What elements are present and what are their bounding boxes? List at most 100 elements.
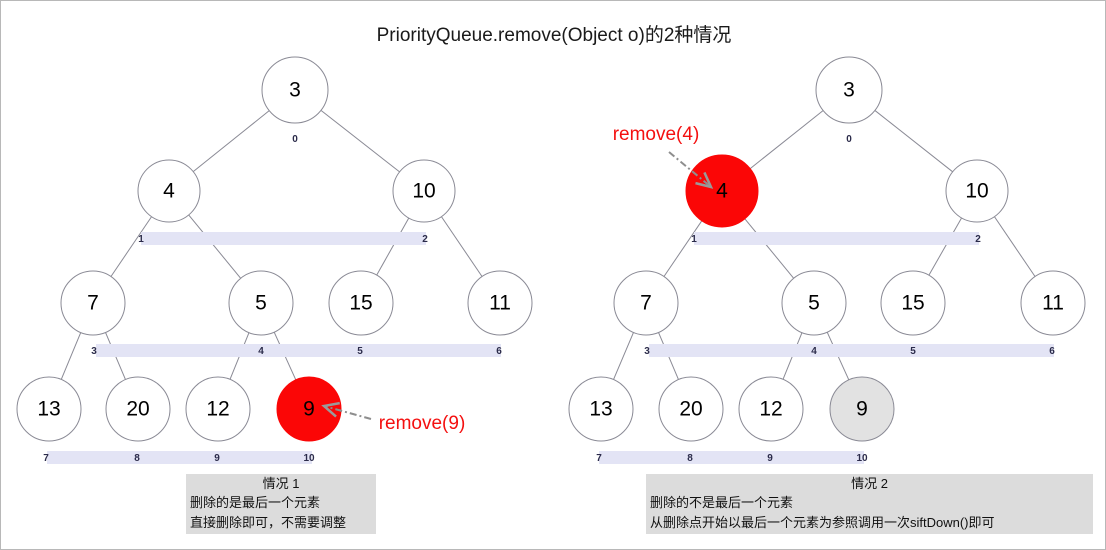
left-index-label-6: 6	[496, 346, 502, 357]
right-index-label-10: 10	[856, 453, 868, 464]
left-node-label-8: 20	[126, 398, 149, 421]
left-node-label-4: 5	[255, 292, 267, 315]
left-index-band-0	[141, 232, 426, 245]
right-node-10[interactable]	[829, 376, 895, 442]
right-index-label-3: 3	[644, 346, 650, 357]
right-node-label-4: 5	[808, 292, 820, 315]
left-index-label-2: 2	[422, 234, 428, 245]
left-edge-7-13	[60, 332, 82, 380]
left-caption-box	[186, 474, 376, 534]
left-index-label-9: 9	[214, 453, 220, 464]
right-node-label-6: 11	[1042, 292, 1064, 315]
right-node-label-7: 13	[589, 398, 612, 421]
left-annotation-label: remove(9)	[379, 413, 466, 434]
left-index-band-1	[96, 344, 501, 357]
left-index-label-7: 7	[43, 453, 49, 464]
left-index-label-5: 5	[357, 346, 363, 357]
right-edge-4-7	[663, 220, 703, 277]
right-edge-3-4	[749, 110, 824, 169]
right-caption-title: 情况 2	[851, 476, 888, 491]
left-index-label-10: 10	[303, 453, 315, 464]
left-node-0[interactable]	[261, 56, 329, 124]
right-node-label-2: 10	[965, 180, 988, 203]
left-index-label-8: 8	[134, 453, 140, 464]
right-edge-7-13	[613, 332, 634, 380]
left-node-label-6: 11	[489, 292, 511, 315]
left-annotation-arrowhead	[321, 401, 340, 418]
right-caption-box	[646, 474, 1093, 534]
right-index-label-4: 4	[811, 346, 817, 357]
right-index-label-6: 6	[1049, 346, 1055, 357]
right-node-9[interactable]	[738, 376, 804, 442]
left-index-label-0: 0	[292, 134, 298, 145]
right-index-label-8: 8	[687, 453, 693, 464]
left-edge-3-4	[192, 110, 270, 173]
left-node-label-9: 12	[206, 398, 229, 421]
right-node-label-0: 3	[843, 79, 855, 102]
right-node-6[interactable]	[1020, 270, 1086, 336]
right-index-label-7: 7	[596, 453, 602, 464]
left-index-label-1: 1	[138, 234, 144, 245]
right-caption-line-1: 从删除点开始以最后一个元素为参照调用一次siftDown()即可	[650, 515, 995, 530]
left-node-8[interactable]	[105, 376, 171, 442]
right-index-band-0	[694, 232, 979, 245]
left-index-label-4: 4	[258, 346, 264, 357]
left-edge-4-5	[188, 214, 242, 279]
left-node-7[interactable]	[16, 376, 82, 442]
left-caption-title: 情况 1	[263, 476, 300, 491]
right-node-label-5: 15	[901, 292, 924, 315]
right-index-label-9: 9	[767, 453, 773, 464]
left-node-label-10: 9	[303, 398, 315, 421]
left-node-4[interactable]	[228, 270, 294, 336]
left-edge-10-15	[376, 217, 410, 276]
right-node-label-3: 7	[640, 292, 652, 315]
right-edge-10-15	[928, 217, 963, 276]
right-annotation-arrow	[668, 151, 712, 188]
right-node-label-8: 20	[679, 398, 702, 421]
right-edge-10-11	[993, 216, 1036, 277]
right-node-8[interactable]	[658, 376, 724, 442]
left-node-label-5: 15	[349, 292, 372, 315]
left-annotation-arrow	[323, 405, 372, 420]
right-index-band-1	[649, 344, 1054, 357]
left-node-label-1: 4	[163, 180, 175, 203]
left-node-label-0: 3	[289, 79, 301, 102]
right-node-2[interactable]	[945, 159, 1009, 223]
left-index-band-2	[47, 451, 312, 464]
right-index-label-0: 0	[846, 134, 852, 145]
right-node-3[interactable]	[613, 270, 679, 336]
right-node-label-9: 12	[759, 398, 782, 421]
right-node-label-10: 9	[856, 398, 868, 421]
left-caption-line-0: 删除的是最后一个元素	[190, 495, 320, 510]
right-index-label-5: 5	[910, 346, 916, 357]
right-index-label-1: 1	[691, 234, 697, 245]
left-node-1[interactable]	[137, 159, 201, 223]
right-annotation-label: remove(4)	[613, 124, 700, 145]
left-node-2[interactable]	[392, 159, 456, 223]
right-node-4[interactable]	[781, 270, 847, 336]
left-node-label-3: 7	[87, 292, 99, 315]
right-index-label-2: 2	[975, 234, 981, 245]
right-node-7[interactable]	[568, 376, 634, 442]
right-node-5[interactable]	[880, 270, 946, 336]
left-index-label-3: 3	[91, 346, 97, 357]
left-node-3[interactable]	[60, 270, 126, 336]
right-node-0[interactable]	[815, 56, 883, 124]
left-node-9[interactable]	[185, 376, 251, 442]
right-caption-line-0: 删除的不是最后一个元素	[650, 495, 793, 510]
left-node-label-7: 13	[37, 398, 60, 421]
right-annotation-arrowhead	[695, 171, 714, 189]
right-node-label-1: 4	[716, 180, 728, 203]
left-caption-line-1: 直接删除即可，不需要调整	[190, 515, 346, 530]
right-edge-4-5	[744, 218, 795, 279]
left-edge-10-11	[440, 216, 483, 277]
left-node-6[interactable]	[467, 270, 533, 336]
left-node-5[interactable]	[328, 270, 394, 336]
left-edge-3-10	[320, 109, 400, 173]
left-node-label-2: 10	[412, 180, 435, 203]
left-edge-4-7	[110, 216, 153, 277]
left-node-10[interactable]	[276, 376, 342, 442]
